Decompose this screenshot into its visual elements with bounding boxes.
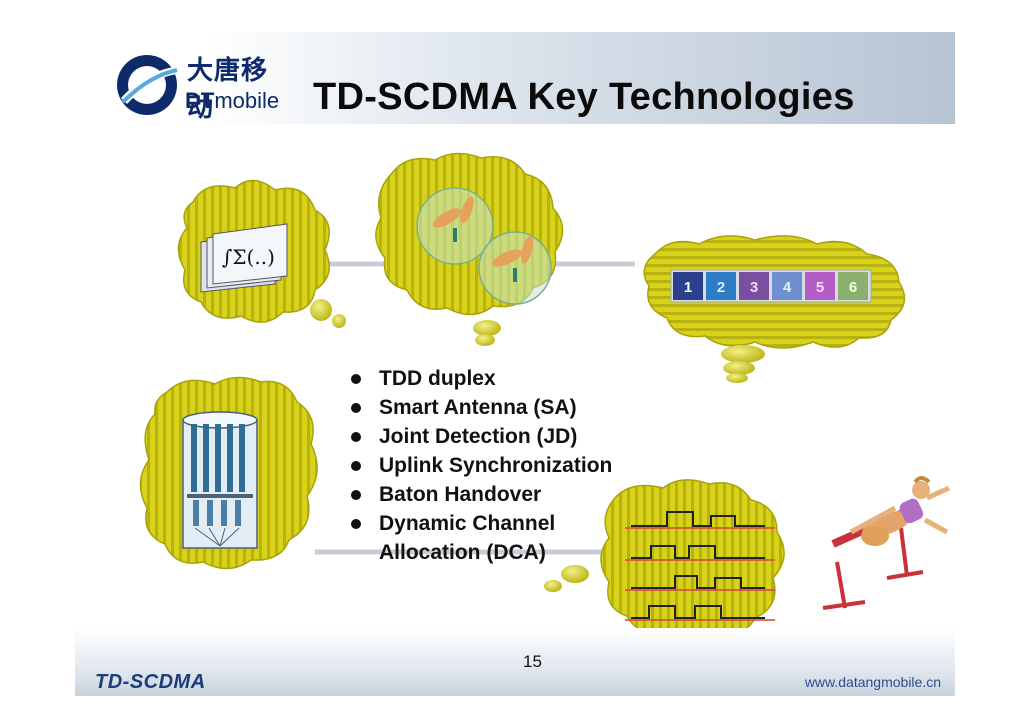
- sync-waveforms: [625, 511, 775, 621]
- logo-dt: DT: [185, 88, 215, 113]
- timeslot-1: [673, 272, 703, 300]
- technology-illustration: ∫Σ(..): [139, 152, 951, 641]
- timeslot-label-5: 5: [816, 279, 824, 296]
- timeslot-2: [706, 272, 736, 300]
- logo-mobile: mobile: [214, 88, 280, 113]
- list-item: Baton Handover: [349, 480, 612, 509]
- bullet-dot: [351, 432, 361, 442]
- logo-english-text: DTmobile: [185, 88, 279, 114]
- bullet-text: Allocation (DCA): [379, 541, 546, 564]
- bullet-text: Dynamic Channel: [379, 512, 556, 535]
- footer-bar: TD-SCDMA www.datangmobile.cn: [75, 628, 955, 696]
- bullet-dot: [351, 461, 361, 471]
- footer-url: www.datangmobile.cn: [804, 674, 941, 690]
- antenna-beams: [416, 187, 552, 305]
- list-item: Uplink Synchronization: [349, 451, 612, 480]
- timeslot-label-2: 2: [717, 279, 725, 296]
- detection-cylinder: [182, 411, 258, 549]
- bullet-text: Joint Detection (JD): [379, 425, 578, 448]
- timeslot-4: [772, 272, 802, 300]
- header-bar: [75, 32, 955, 124]
- list-item: Dynamic Channel: [349, 509, 612, 538]
- timeslot-label-1: 1: [684, 279, 692, 296]
- bullet-dot: [351, 403, 361, 413]
- page-title: TD-SCDMA Key Technologies: [313, 76, 855, 118]
- hurdler-illustration: [822, 476, 951, 610]
- bullet-dot: [351, 490, 361, 500]
- footer-brand: TD-SCDMA: [95, 671, 206, 693]
- logo-chinese-text: 大唐移动: [187, 56, 269, 123]
- bullet-text: TDD duplex: [379, 367, 496, 390]
- timeslot-5: [805, 272, 835, 300]
- list-item: TDD duplex: [349, 364, 612, 393]
- cloud-timeslots: [643, 235, 906, 383]
- slide: 大唐移动 DTmobile TD-SCDMA Key Technologies: [75, 32, 955, 696]
- formula-text: ∫Σ(..): [222, 245, 275, 269]
- technology-list: TDD duplex Smart Antenna (SA) Joint Dete…: [349, 364, 612, 567]
- bullet-dot: [351, 374, 361, 384]
- formula-cards: [200, 223, 288, 293]
- timeslot-3: [739, 272, 769, 300]
- list-item: Smart Antenna (SA): [349, 393, 612, 422]
- list-item: Joint Detection (JD): [349, 422, 612, 451]
- bullet-text: Smart Antenna (SA): [379, 396, 577, 419]
- page-number: 15: [523, 652, 542, 671]
- bullet-text: Baton Handover: [379, 483, 542, 506]
- bullet-text: Uplink Synchronization: [379, 454, 613, 477]
- timeslot-label-4: 4: [783, 279, 792, 296]
- timeslot-label-3: 3: [750, 279, 758, 296]
- timeslot-bar: 1 2 3 4 5 6: [670, 269, 872, 303]
- company-logo: 大唐移动 DTmobile: [113, 50, 293, 123]
- list-item-continuation: Allocation (DCA): [349, 538, 612, 567]
- timeslot-6: [838, 272, 868, 300]
- dt-logo-icon: [117, 55, 179, 115]
- bullet-dot: [351, 519, 361, 529]
- timeslot-label-6: 6: [849, 279, 857, 296]
